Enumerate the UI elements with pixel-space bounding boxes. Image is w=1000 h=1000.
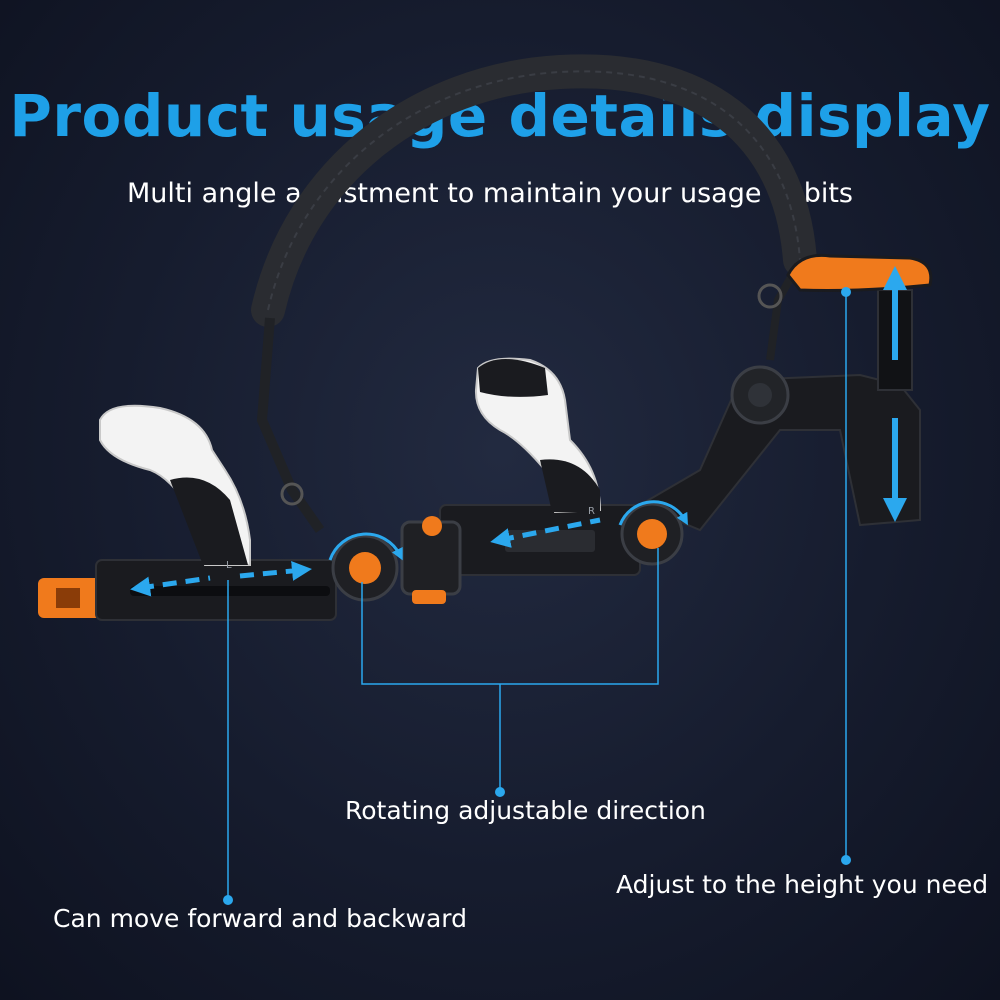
- stock-knob-center: [748, 383, 772, 407]
- rotate-arc-right: [618, 500, 688, 526]
- rotate-joint-right-knob: [637, 519, 667, 549]
- strap-clip-right: [757, 283, 783, 309]
- right-controller-mark: R: [588, 506, 595, 517]
- callout-move: Can move forward and backward: [53, 904, 468, 933]
- center-clamp-top-knob: [422, 516, 442, 536]
- shoulder-strap: [251, 54, 817, 327]
- callout-height: Adjust to the height you need: [616, 870, 989, 899]
- slide-arrows-front: [130, 561, 312, 597]
- callout-dot-move: [223, 895, 233, 905]
- slide-arrows-middle: [490, 517, 601, 548]
- callout-dot-height: [841, 855, 851, 865]
- page-subtitle: Multi angle adjustment to maintain your …: [127, 178, 853, 209]
- rotate-joint-left-knob: [349, 552, 381, 584]
- left-controller: L: [99, 404, 251, 571]
- strap-bungee-left: [256, 317, 325, 533]
- center-clamp-screw: [412, 590, 446, 604]
- strap-clip-left: [280, 482, 304, 506]
- callout-leader-lines: [227, 292, 847, 900]
- muzzle-hole: [56, 588, 80, 608]
- front-rail-slot: [130, 586, 330, 596]
- left-controller-mark: L: [226, 560, 232, 571]
- callout-dot-rotate: [495, 787, 505, 797]
- middle-rail-grip: [505, 530, 595, 552]
- rotate-arc-left: [328, 532, 403, 561]
- callout-rotating: Rotating adjustable direction: [345, 796, 706, 825]
- right-controller: R: [474, 357, 602, 517]
- top-grip: [786, 253, 933, 292]
- callout-dot-height-top: [841, 287, 851, 297]
